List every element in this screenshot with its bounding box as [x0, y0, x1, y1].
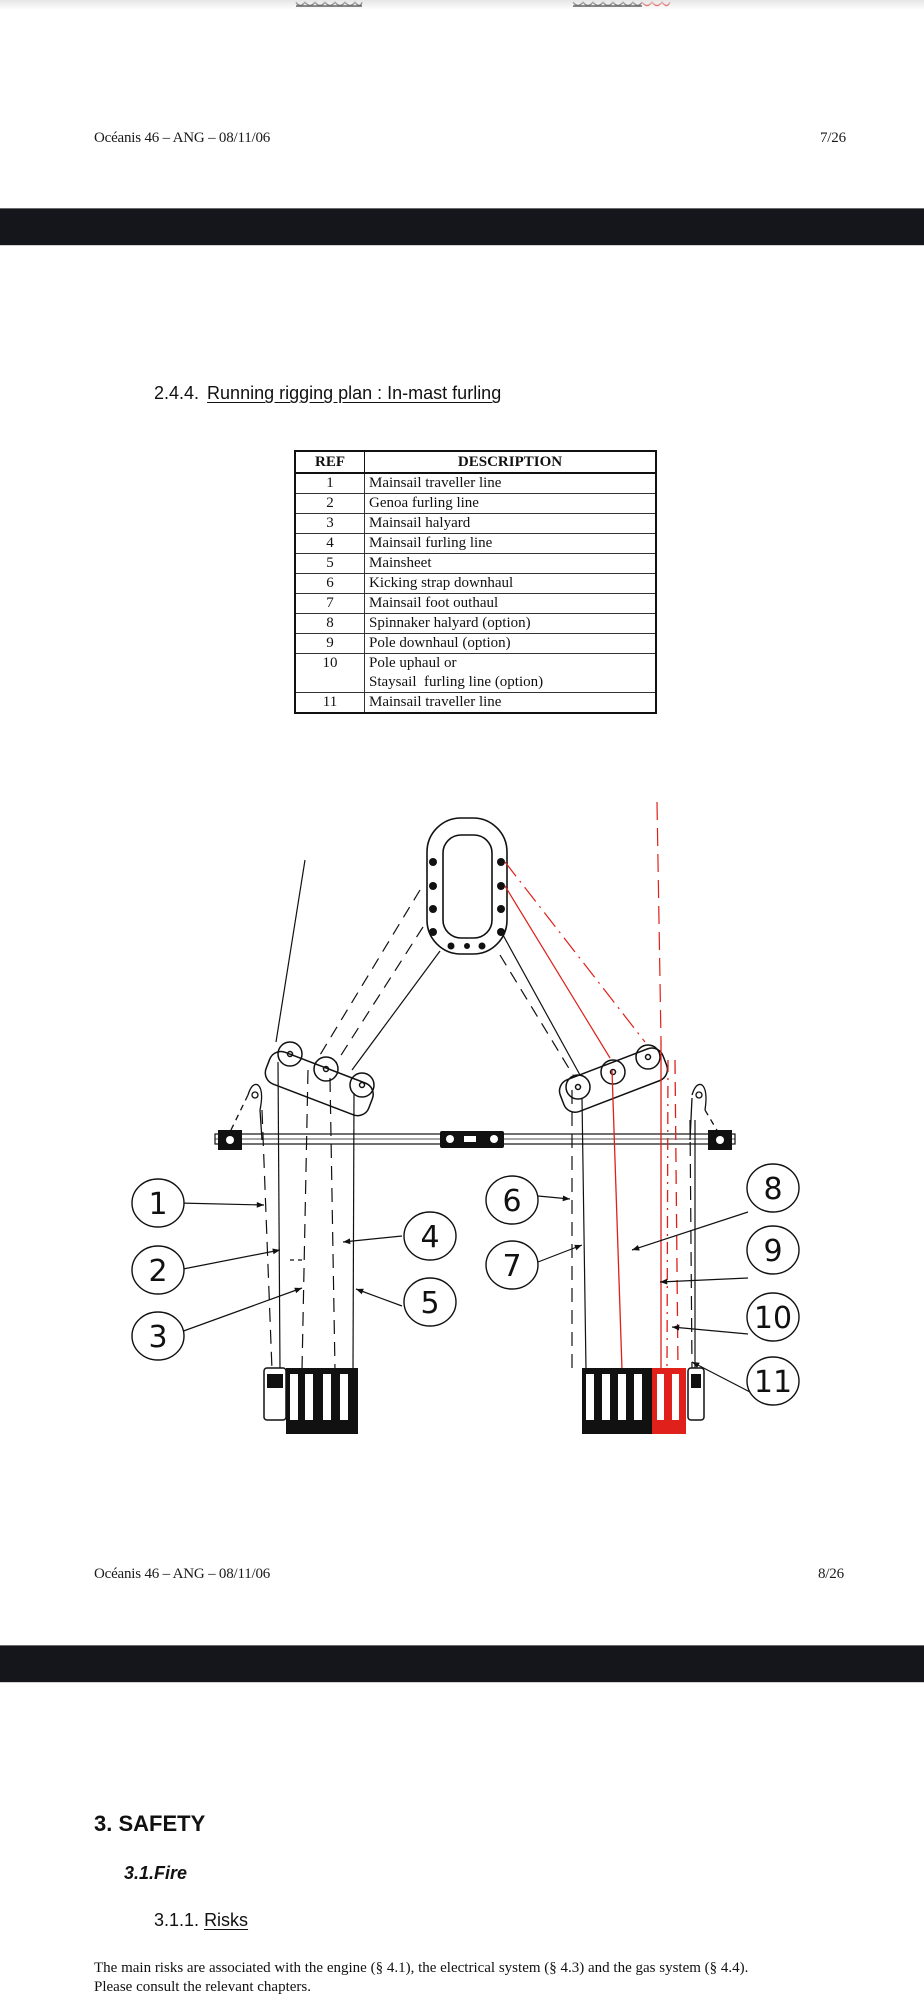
callout-bubble-6: [485, 1175, 539, 1225]
header-ref: REF: [294, 450, 365, 474]
callout-label-3: 3: [148, 1320, 167, 1355]
chapter-title: SAFETY: [118, 1811, 206, 1836]
callout-label-4: 4: [420, 1220, 439, 1255]
ref-cell: 5: [294, 553, 365, 574]
section-number: 2.4.4.: [154, 383, 200, 403]
right-halyard-lines: [499, 934, 581, 1076]
callout-bubble-4: [403, 1211, 457, 1261]
ref-cell: 3: [294, 513, 365, 534]
chapter-heading: 3. SAFETY: [94, 1811, 205, 1837]
right-clutch-bank-icon: [582, 1367, 705, 1434]
description-cell: Mainsail traveller line: [364, 692, 657, 714]
clutch-bank-fragment-icon: [295, 0, 671, 7]
description-cell: Mainsail foot outhaul: [364, 593, 657, 614]
callout-label-6: 6: [502, 1184, 521, 1219]
description-line-2: Staysail furling line (option): [369, 674, 544, 690]
callout-bubble-5: [403, 1277, 457, 1327]
page-separator: [0, 208, 924, 246]
callout-label-9: 9: [763, 1234, 782, 1269]
callout-bubble-8: [746, 1163, 800, 1213]
ref-cell: 9: [294, 633, 365, 654]
ref-cell: 10: [294, 653, 365, 693]
callout-label-7: 7: [502, 1249, 521, 1284]
table-header-row: REF DESCRIPTION: [294, 450, 657, 474]
ref-cell: 1: [294, 472, 365, 494]
left-halyard-lines: [275, 859, 441, 1071]
previous-page-diagram-fragment: [0, 0, 924, 12]
description-cell: Mainsail traveller line: [364, 472, 657, 494]
description-cell: Mainsail halyard: [364, 513, 657, 534]
callout-bubble-10: [746, 1292, 800, 1342]
table-row: 10 Pole uphaul or Staysail furling line …: [294, 653, 657, 693]
header-description: DESCRIPTION: [364, 450, 657, 474]
ref-cell: 8: [294, 613, 365, 634]
callout-label-2: 2: [148, 1254, 167, 1289]
red-clutch-lines: [611, 1040, 679, 1371]
subsection-title: Fire: [154, 1863, 188, 1883]
chapter-number: 3.: [94, 1811, 113, 1836]
ref-cell: 11: [294, 692, 365, 714]
callout-label-11: 11: [754, 1365, 792, 1400]
callout-bubble-7: [485, 1240, 539, 1290]
subsection-heading: 3.1.Fire: [124, 1863, 187, 1884]
page-footer-left: Océanis 46 – ANG – 08/11/06: [94, 1566, 271, 1582]
left-deck-organiser-icon: [264, 1041, 375, 1117]
section-heading: 2.4.4. Running rigging plan : In-mast fur…: [154, 383, 501, 404]
subsubsection-number: 3.1.1.: [154, 1910, 200, 1930]
page-footer-right: 8/26: [818, 1566, 844, 1582]
callout-bubble-1: [131, 1178, 185, 1228]
subsection-number: 3.1.: [124, 1863, 155, 1883]
description-cell: Pole downhaul (option): [364, 633, 657, 654]
rigging-plan-drawing: 1 2 3 4 5 6 7 8 9 10 11: [131, 801, 800, 1434]
ref-cell: 6: [294, 573, 365, 594]
callout-label-10: 10: [754, 1301, 792, 1336]
callout-bubble-11: [746, 1356, 800, 1406]
mainsheet-traveller-icon: [214, 1130, 736, 1150]
callout-leaders: [177, 1195, 751, 1393]
description-line-1: Pole uphaul or: [369, 655, 457, 671]
callout-label-8: 8: [763, 1172, 782, 1207]
running-rigging-diagram: 1 2 3 4 5 6 7 8 9 10 11: [130, 780, 820, 1460]
callout-bubble-2: [131, 1245, 185, 1295]
subsubsection-heading: 3.1.1. Risks: [154, 1910, 248, 1931]
callout-bubbles: [131, 1163, 800, 1406]
callout-label-1: 1: [148, 1187, 167, 1222]
section-title: Running rigging plan : In-mast furling: [207, 383, 502, 403]
page-footer-right: 7/26: [820, 130, 846, 146]
mast-base-icon: [426, 817, 508, 955]
ref-cell: 7: [294, 593, 365, 614]
ref-cell: 2: [294, 493, 365, 514]
ref-cell: 4: [294, 533, 365, 554]
callout-bubble-9: [746, 1225, 800, 1275]
description-cell: Kicking strap downhaul: [364, 573, 657, 594]
page-separator: [0, 1645, 924, 1683]
callout-bubble-3: [131, 1311, 185, 1361]
risks-paragraph: The main risks are associated with the e…: [94, 1959, 914, 1997]
paragraph-line-2: Please consult the relevant chapters.: [94, 1979, 312, 1995]
description-cell: Genoa furling line: [364, 493, 657, 514]
description-cell: Spinnaker halyard (option): [364, 613, 657, 634]
callout-label-5: 5: [420, 1286, 439, 1321]
description-cell: Pole uphaul or Staysail furling line (op…: [364, 653, 657, 693]
red-optional-halyard-lines: [504, 801, 662, 1059]
description-cell: Mainsheet: [364, 553, 657, 574]
paragraph-line-1: The main risks are associated with the e…: [94, 1960, 749, 1976]
page-footer-left: Océanis 46 – ANG – 08/11/06: [94, 130, 271, 146]
left-clutch-lines: [261, 1061, 355, 1371]
description-cell: Mainsail furling line: [364, 533, 657, 554]
left-clutch-bank-icon: [263, 1367, 358, 1434]
subsubsection-title: Risks: [204, 1910, 249, 1930]
